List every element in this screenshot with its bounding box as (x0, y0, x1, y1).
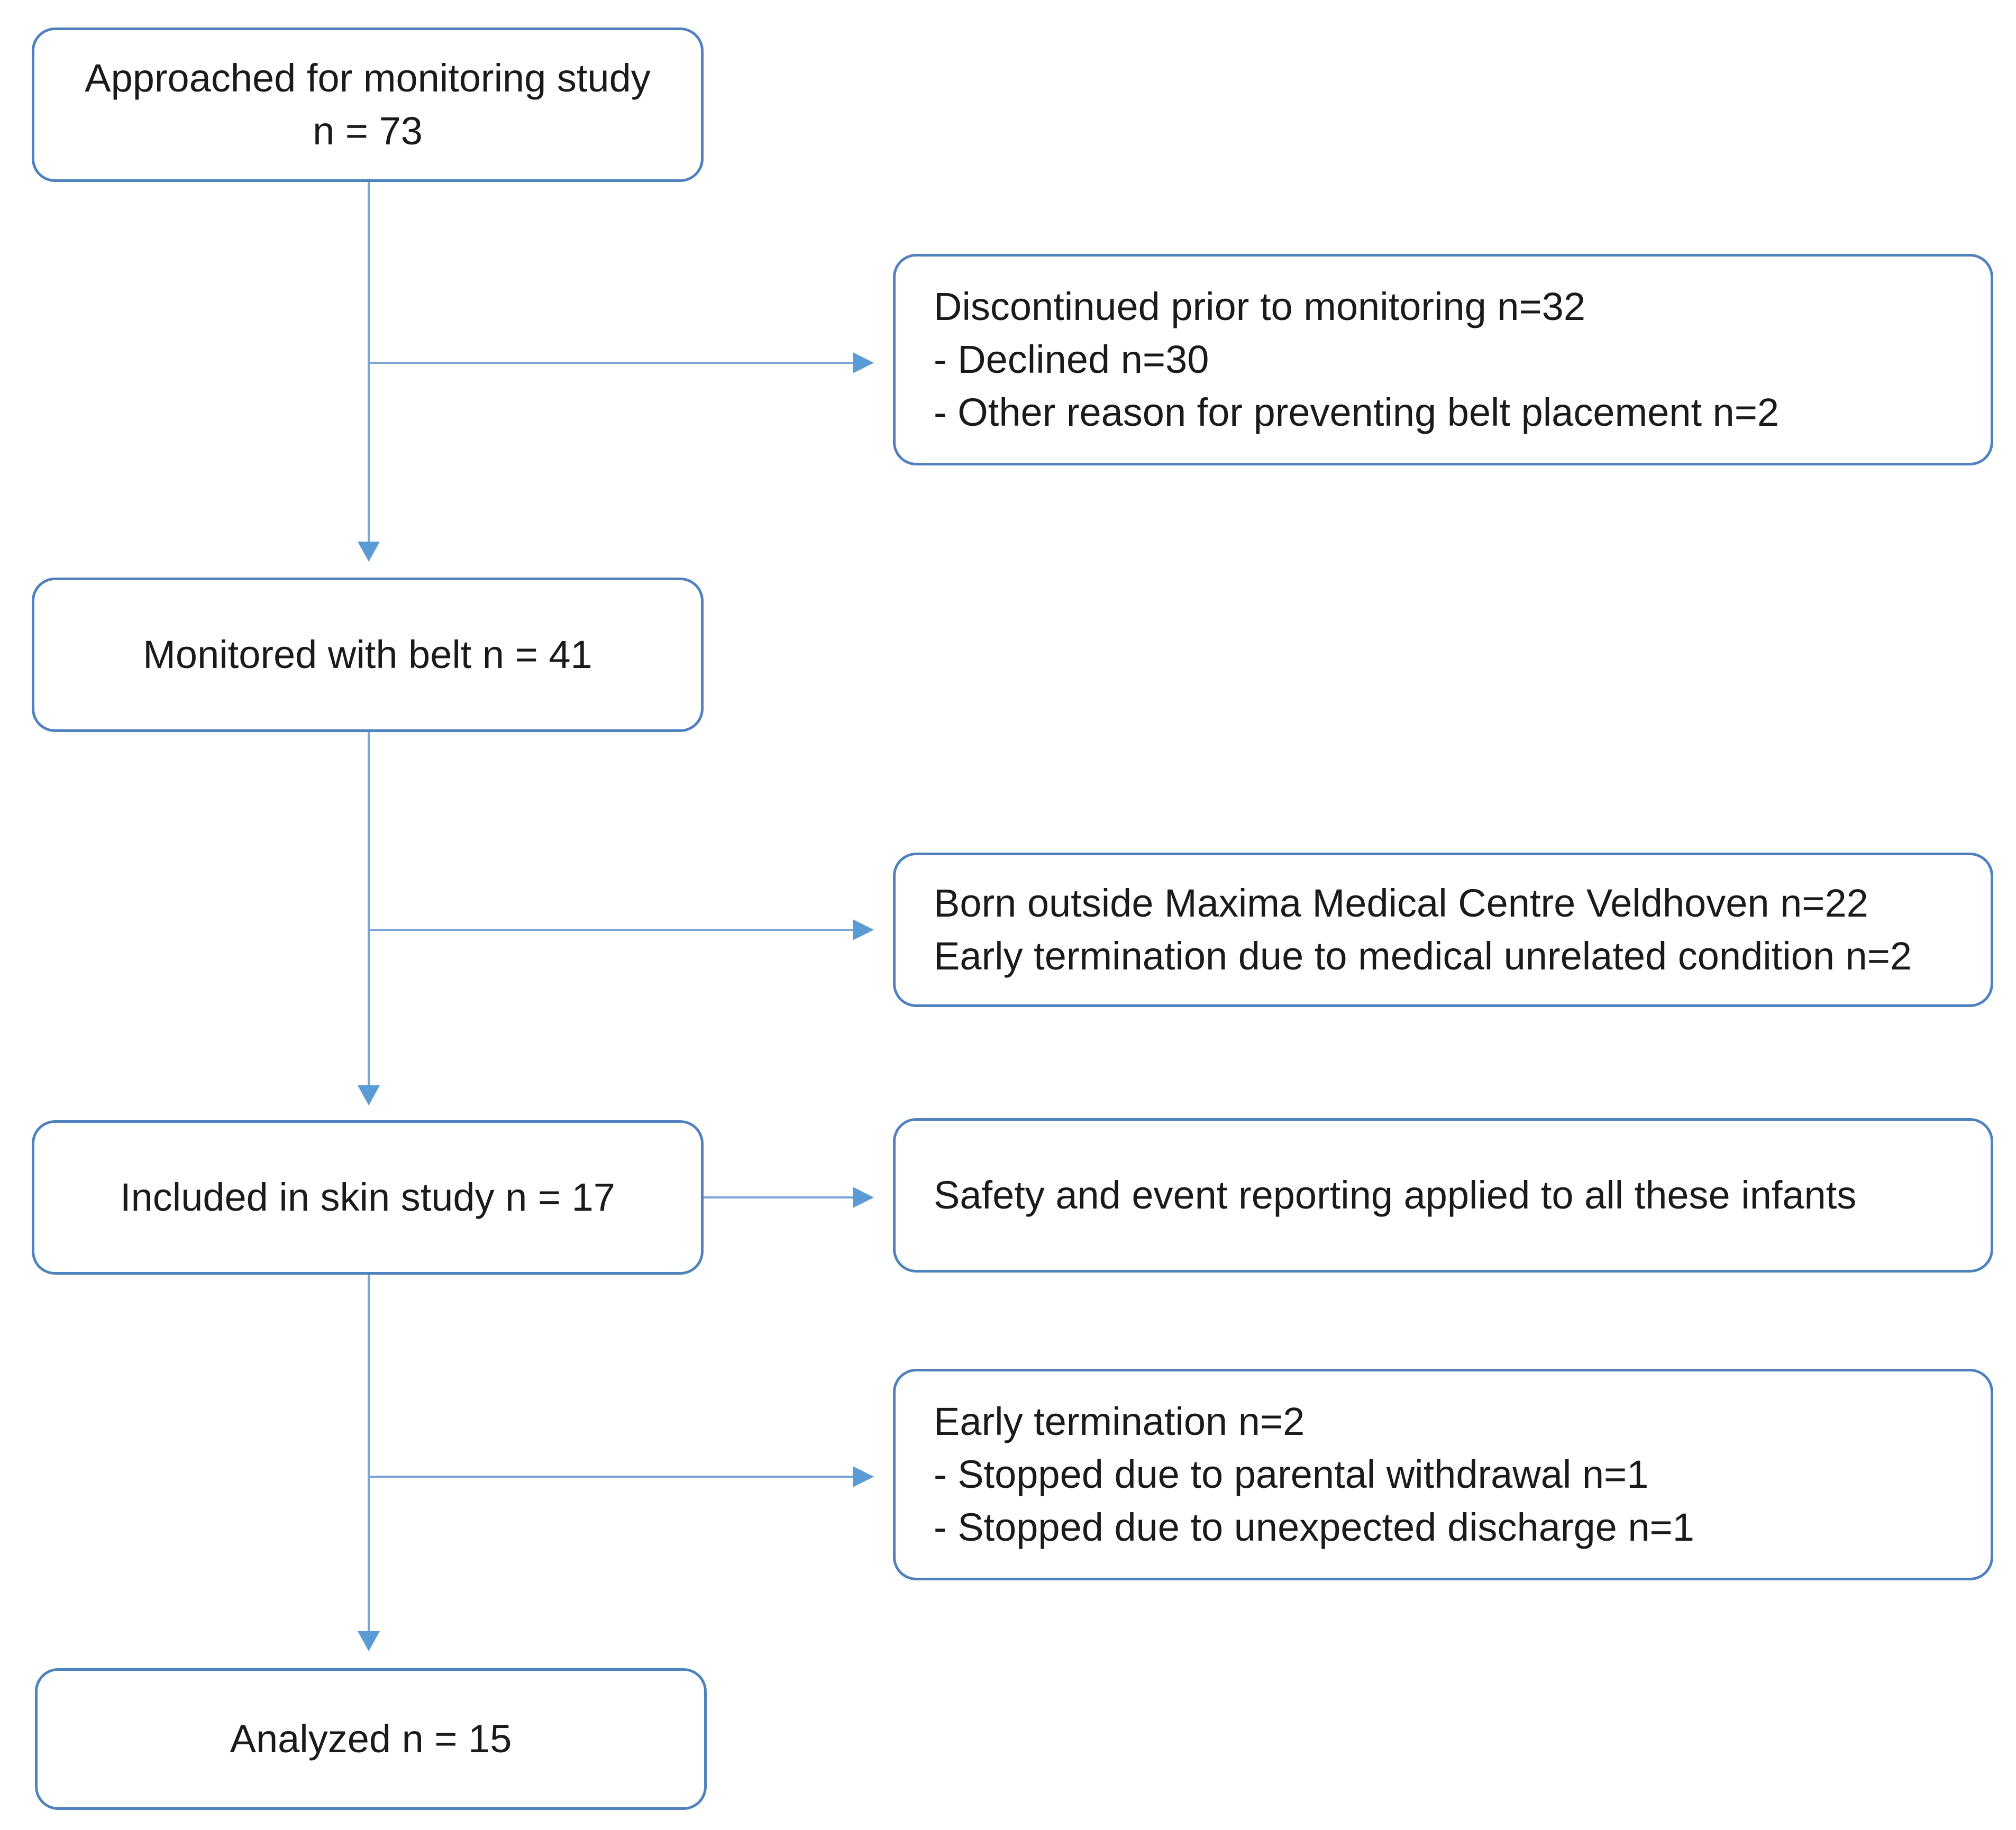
included-box: Included in skin study n = 17 (32, 1120, 704, 1275)
arrowhead-included-to-analyzed (358, 1631, 380, 1651)
unexpected-discharge-item: - Stopped due to unexpected discharge n=… (934, 1505, 1694, 1549)
arrowhead-branch-to-early-termination (853, 1466, 874, 1487)
declined-item: - Declined n=30 (934, 337, 1209, 381)
approached-box: Approached for monitoring study n = 73 (32, 28, 704, 182)
monitored-box: Monitored with belt n = 41 (32, 578, 704, 732)
medical-termination-label: Early termination due to medical unrelat… (934, 934, 1912, 978)
arrowhead-approached-to-monitored (358, 542, 380, 562)
arrowhead-branch-to-discontinued (853, 352, 874, 373)
approached-count: n = 73 (313, 109, 423, 153)
early-termination-label: Early termination n=2 (934, 1399, 1305, 1443)
arrowhead-included-to-safety (853, 1187, 874, 1208)
other-reason-item: - Other reason for preventing belt place… (934, 390, 1780, 434)
analyzed-label: Analyzed n = 15 (230, 1717, 512, 1761)
monitored-label: Monitored with belt n = 41 (143, 633, 592, 676)
included-label: Included in skin study n = 17 (120, 1175, 615, 1219)
arrowhead-monitored-to-included (358, 1085, 380, 1105)
safety-label: Safety and event reporting applied to al… (934, 1173, 1857, 1217)
discontinued-box: Discontinued prior to monitoring n=32 - … (893, 254, 1993, 465)
born-outside-label: Born outside Maxima Medical Centre Veldh… (934, 881, 1868, 925)
discontinued-label: Discontinued prior to monitoring n=32 (934, 285, 1585, 328)
born-outside-box: Born outside Maxima Medical Centre Veldh… (893, 853, 1993, 1007)
parental-withdrawal-item: - Stopped due to parental withdrawal n=1 (934, 1452, 1649, 1496)
approached-label: Approached for monitoring study (85, 56, 651, 100)
early-termination-box: Early termination n=2 - Stopped due to p… (893, 1369, 1993, 1580)
safety-box: Safety and event reporting applied to al… (893, 1118, 1993, 1273)
arrowhead-branch-to-born-outside (853, 919, 874, 940)
analyzed-box: Analyzed n = 15 (35, 1668, 707, 1810)
